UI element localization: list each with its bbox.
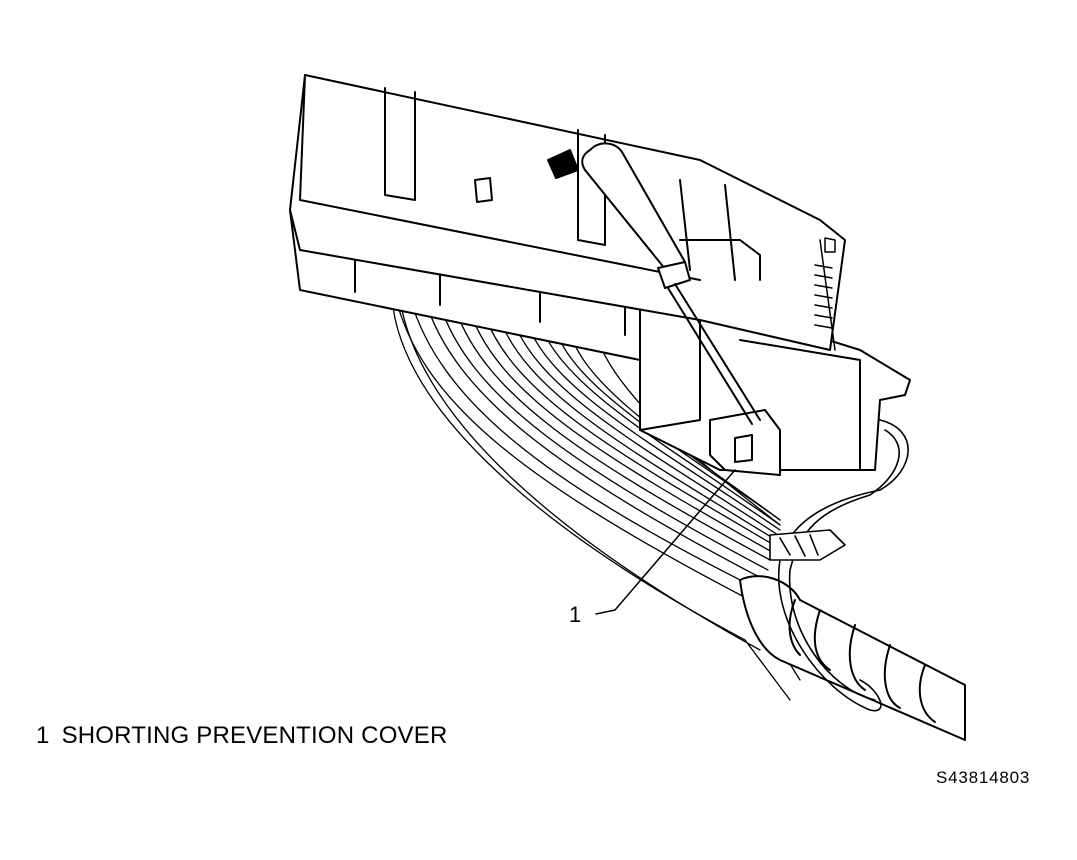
callout-number-1: 1 <box>569 602 582 627</box>
direction-arrow-icon <box>547 149 579 179</box>
connector-housing <box>289 74 846 351</box>
legend-entry-1: 1 SHORTING PREVENTION COVER <box>36 722 448 750</box>
legend-label: SHORTING PREVENTION COVER <box>61 722 448 749</box>
screwdriver-icon <box>581 142 761 425</box>
figure-code: S43814803 <box>936 768 1031 787</box>
side-wires <box>769 419 909 712</box>
harness-sleeve <box>739 575 966 741</box>
callout-leader-line <box>595 469 736 615</box>
legend-number: 1 <box>36 722 50 749</box>
shorting-prevention-cover <box>709 409 781 476</box>
latch-spring <box>814 237 836 351</box>
